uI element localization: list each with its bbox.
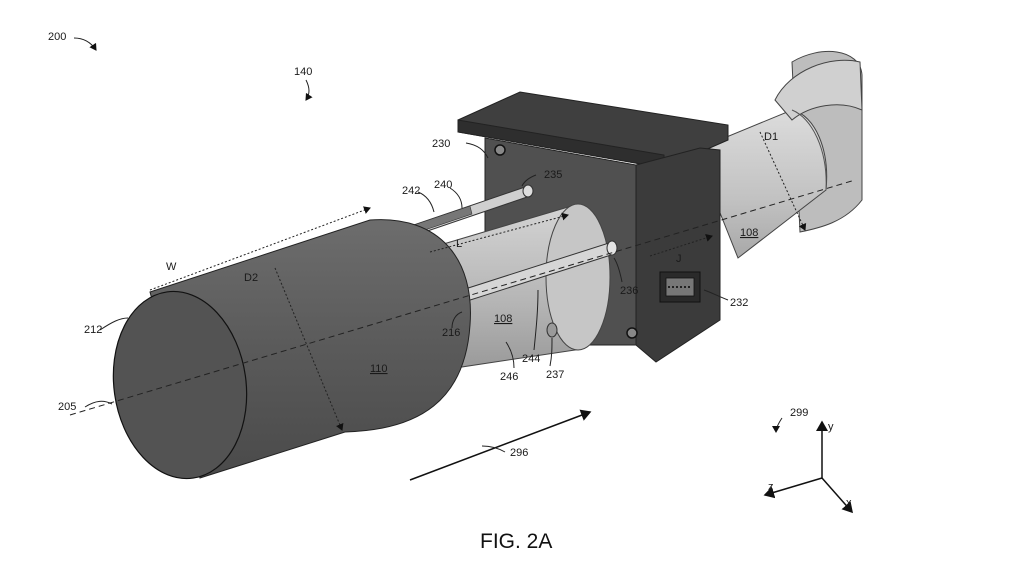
inner-cylinder-108 — [429, 203, 611, 369]
label-237: 237 — [546, 369, 564, 381]
label-236: 236 — [620, 285, 638, 297]
label-240: 240 — [434, 179, 452, 191]
label-299: 299 — [790, 407, 808, 419]
label-W: W — [166, 261, 177, 273]
label-110: 110 — [370, 363, 388, 375]
label-232: 232 — [730, 297, 748, 309]
label-296: 296 — [510, 447, 528, 459]
center-axis-205 — [69, 179, 856, 416]
label-108-right: 108 — [740, 227, 758, 239]
axis-label-x: x — [846, 497, 852, 509]
label-235: 235 — [544, 169, 562, 181]
label-D1: D1 — [764, 131, 778, 143]
axis-label-y: y — [828, 421, 834, 433]
label-108-mid: 108 — [494, 313, 512, 325]
label-244: 244 — [522, 353, 540, 365]
reference-labels: 200 140 230 235 242 240 W D2 L 212 216 1… — [48, 31, 852, 509]
guide-rods — [404, 184, 618, 338]
coordinate-axes-299 — [763, 420, 853, 514]
right-pipe-108 — [694, 50, 863, 259]
figure-caption: FIG. 2A — [480, 530, 552, 553]
label-J: J — [676, 253, 682, 265]
label-230: 230 — [432, 138, 450, 150]
connector-232 — [659, 271, 701, 303]
label-205: 205 — [58, 401, 76, 413]
direction-arrow-296 — [409, 409, 592, 481]
label-200: 200 — [48, 31, 66, 43]
label-216: 216 — [442, 327, 460, 339]
label-140: 140 — [294, 66, 312, 78]
outer-cylinder-110 — [112, 219, 471, 480]
label-D2: D2 — [244, 272, 258, 284]
axis-label-z: z — [768, 481, 774, 493]
label-212: 212 — [84, 324, 102, 336]
leader-lines — [73, 37, 783, 453]
label-242: 242 — [402, 185, 420, 197]
dimension-lines — [149, 131, 807, 431]
label-246: 246 — [500, 371, 518, 383]
label-L: L — [456, 238, 462, 250]
